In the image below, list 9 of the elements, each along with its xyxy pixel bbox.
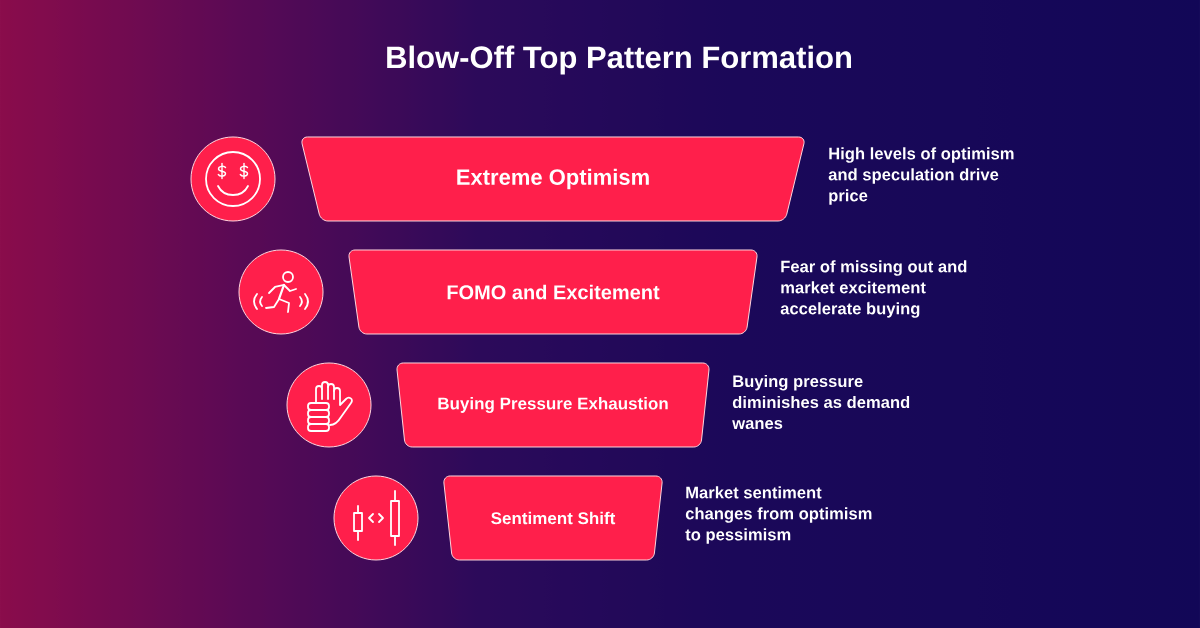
- description-text: High levels of optimism and speculation drive price: [828, 147, 1014, 205]
- description-text: Buying pressure diminishes as demand wanes: [732, 374, 910, 430]
- funnel-stage: FOMO and Excitement: [348, 249, 758, 335]
- description-text: Market sentiment changes from optimism to pessimism: [685, 486, 872, 544]
- funnel-stage: Buying Pressure Exhaustion: [396, 362, 710, 448]
- description-text: Fear of missing out and market excitement accelerate buying: [780, 260, 967, 318]
- funnel-stage: Sentiment Shift: [443, 475, 663, 561]
- title: Blow-Off Top Pattern Formation: [387, 45, 851, 75]
- funnel-stage: Extreme Optimism: [301, 136, 805, 222]
